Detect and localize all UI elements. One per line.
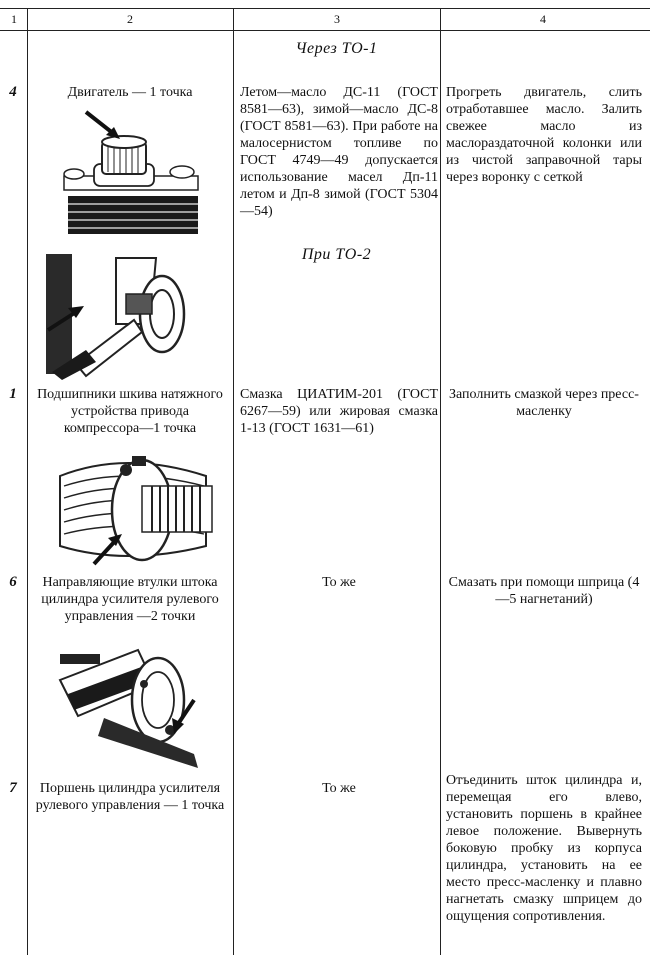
row-point: Поршень цилиндра усилителя рулевого упра… [35,781,225,813]
tensioner-pulley-bearing-illustration [59,456,213,566]
row-instructions: Заполнить смазкой через пресс-масленку [449,387,639,419]
section-title-to1: Через ТО-1 [295,40,378,57]
row-lubricant: То же [322,575,356,590]
row-lubricant: Летом—масло ДС-11 (ГОСТ 8581—63), зимой—… [240,85,438,219]
row-number: 4 [9,84,17,100]
header-col-2: 2 [127,12,133,26]
row-number: 1 [9,386,17,402]
compressor-drive-tensioner-illustration [46,254,186,380]
row-lubricant: Смазка ЦИАТИМ-201 (ГОСТ 6267—59) или жир… [240,387,438,436]
row-point: Подшипники шкива натяжного устройства пр… [37,387,223,436]
table-top-border [0,8,650,10]
col-divider-1 [27,8,29,955]
header-col-1: 1 [11,12,17,26]
row-point: Направляющие втулки штока цилиндра усили… [41,575,219,624]
row-number: 6 [9,574,17,590]
header-col-3: 3 [334,12,340,26]
row-point: Двигатель — 1 точка [67,85,193,100]
header-bottom-border [0,30,650,32]
col-divider-2 [233,8,235,955]
row-number: 7 [9,780,17,796]
col-divider-3 [440,8,442,955]
row-instructions: Отъединить шток цилиндра и, перемещая ег… [446,773,642,924]
section-title-to2: При ТО-2 [301,246,372,263]
row-lubricant: То же [322,781,356,796]
steering-cylinder-bushings-illustration [58,648,198,768]
header-col-4: 4 [540,12,546,26]
engine-oil-filler-illustration [63,110,199,234]
row-instructions: Прогреть двигатель, слить отработавшее м… [446,85,642,185]
row-instructions: Смазать при помощи шприца (4—5 нагнетани… [448,575,640,607]
